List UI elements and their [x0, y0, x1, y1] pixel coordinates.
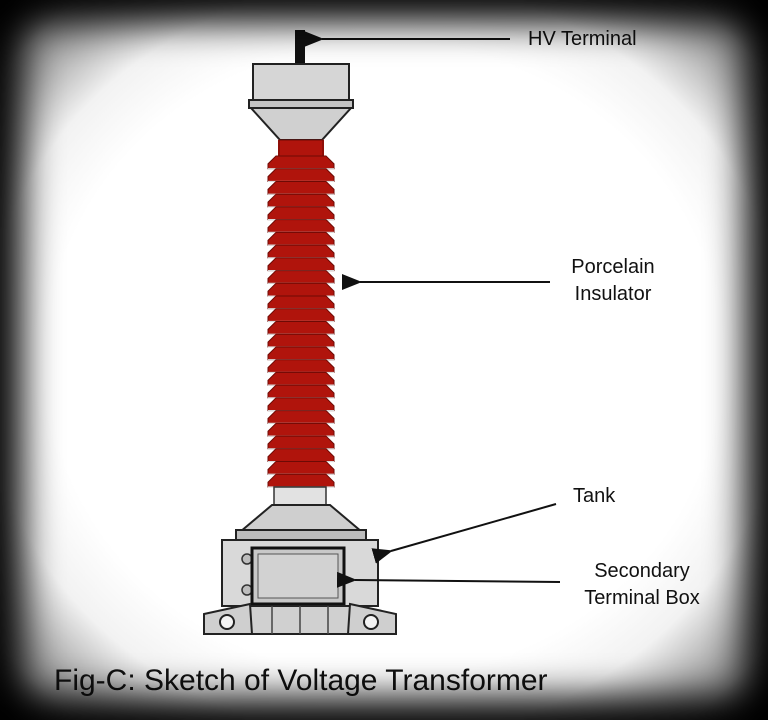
insulator-shed: [267, 359, 335, 373]
insulator-shed: [267, 244, 335, 259]
hv-terminal-rod: [295, 30, 305, 66]
secondary-terminal-box-label-line1: Secondary: [594, 560, 690, 582]
porcelain-insulator-label-line2: Insulator: [574, 283, 652, 305]
insulator-shed: [267, 371, 335, 386]
figure-caption: Fig-C: Sketch of Voltage Transformer: [54, 664, 548, 697]
insulator-shed: [267, 461, 335, 475]
secondary-terminal-box-arrow: [336, 571, 561, 588]
insulator-shed: [267, 410, 335, 424]
insulator-top-collar: [278, 139, 324, 157]
insulator-shed: [267, 435, 335, 450]
insulator-shed: [267, 346, 335, 361]
insulator-shed: [267, 333, 335, 348]
top-cap-rim: [248, 99, 354, 109]
insulator-shed: [267, 308, 335, 322]
porcelain-insulator-label-line1: Porcelain: [571, 256, 655, 278]
insulator-shed: [267, 168, 335, 182]
secondary-terminal-box-label: Secondary Terminal Box: [572, 558, 712, 612]
insulator-shed: [267, 231, 335, 246]
porcelain-insulator: [267, 139, 335, 488]
insulator-shed: [267, 282, 335, 297]
base-mounting-hole: [219, 614, 235, 630]
insulator-shed: [267, 219, 335, 233]
hv-terminal-label: HV Terminal: [528, 28, 637, 50]
insulator-shed: [267, 473, 335, 488]
insulator-shed: [267, 384, 335, 399]
tank-hood: [237, 504, 365, 533]
tank-hood-flange: [235, 529, 367, 541]
insulator-shed: [267, 321, 335, 335]
secondary-terminal-box-label-line2: Terminal Box: [584, 587, 700, 609]
tank-label: Tank: [573, 485, 616, 507]
insulator-shed: [267, 422, 335, 437]
insulator-shed: [267, 193, 335, 208]
insulator-shed: [267, 180, 335, 195]
base-mounting-hole: [363, 614, 379, 630]
top-cone: [248, 107, 354, 141]
insulator-shed: [267, 295, 335, 310]
insulator-shed: [267, 257, 335, 272]
insulator-base-neck: [273, 486, 327, 506]
insulator-shed: [267, 155, 335, 170]
tank-arrow: [371, 503, 557, 564]
insulator-shed: [267, 206, 335, 221]
top-cap: [252, 63, 350, 103]
insulator-shed: [267, 270, 335, 284]
secondary-terminal-box-panel: [257, 553, 339, 599]
porcelain-insulator-label: Porcelain Insulator: [558, 254, 668, 308]
insulator-shed: [267, 397, 335, 412]
insulator-shed: [267, 448, 335, 463]
